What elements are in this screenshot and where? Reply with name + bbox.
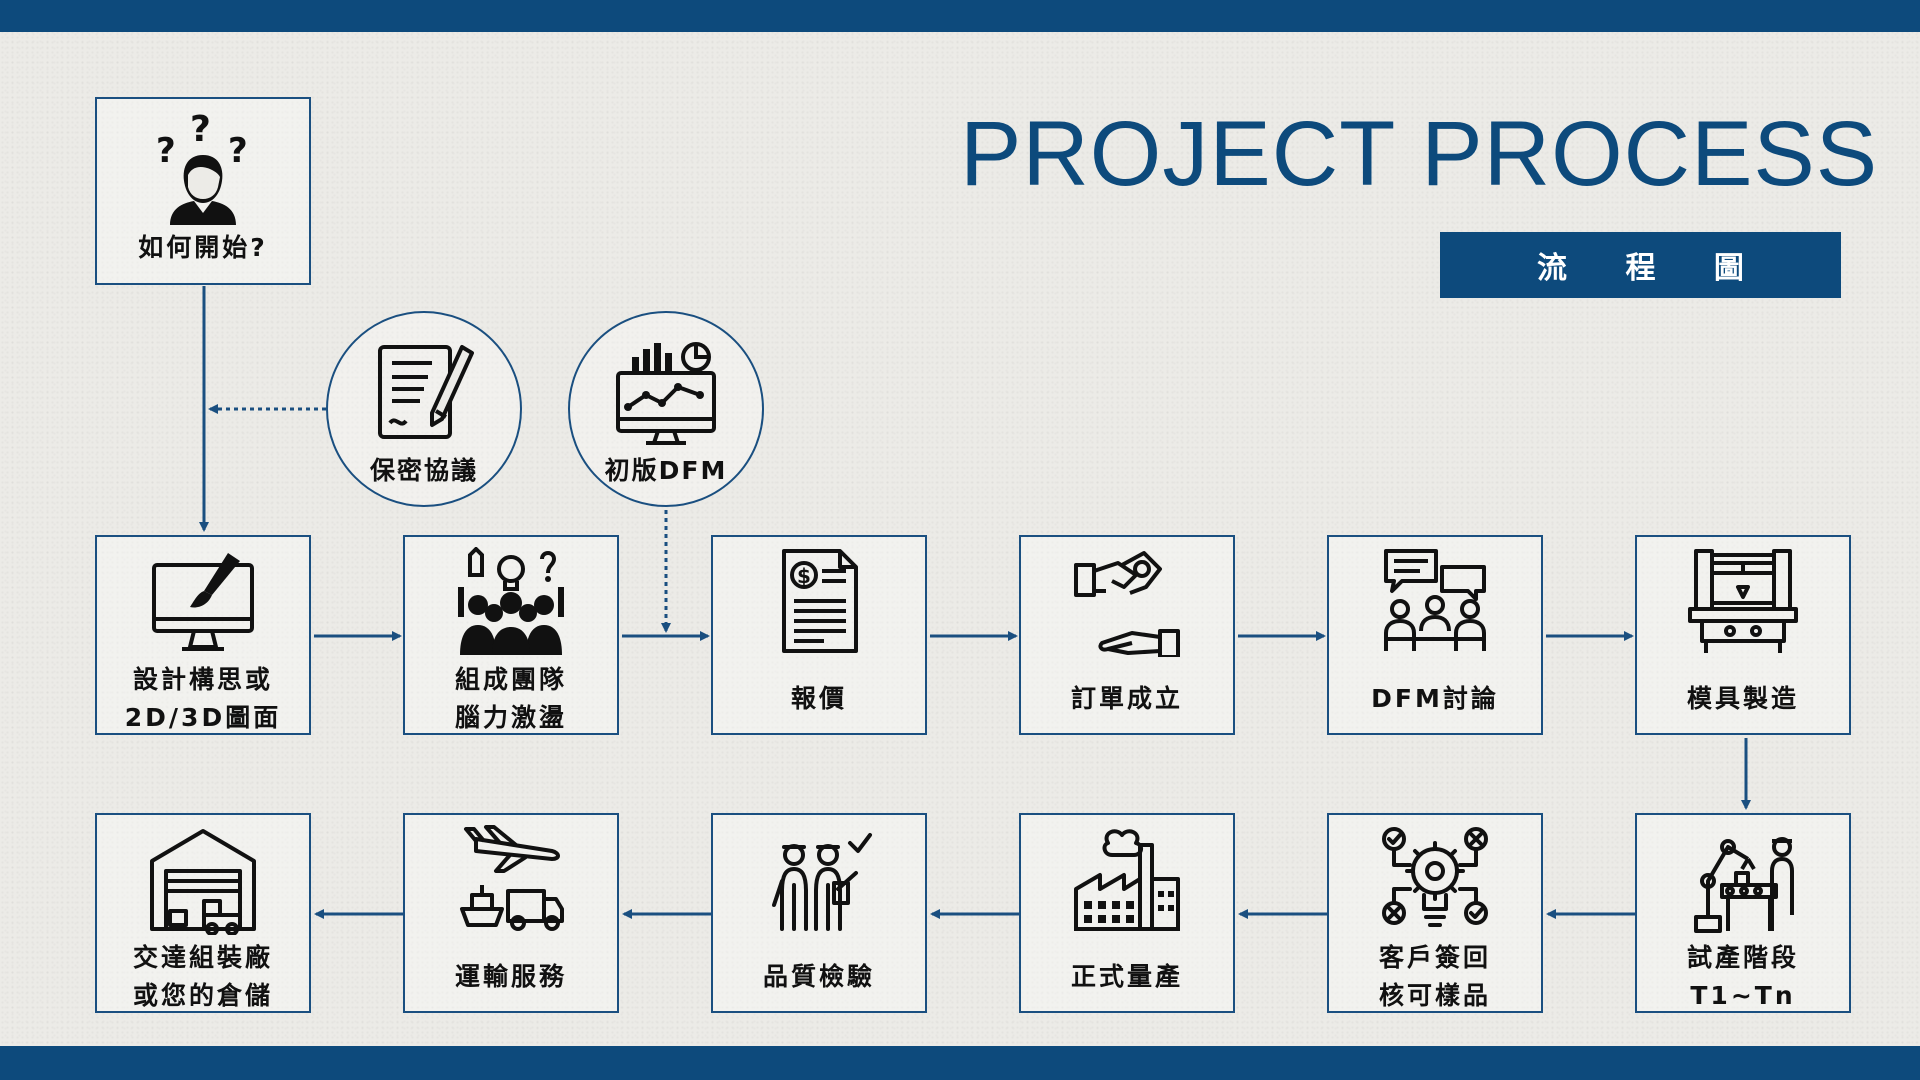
delivery-label-line1: 交達組裝廠: [132, 943, 273, 972]
top-banner: [0, 0, 1920, 32]
side-step-nda: 保密協議: [326, 311, 522, 507]
mold-machine-icon: [1688, 549, 1798, 653]
page-title: PROJECT PROCESS: [960, 103, 1879, 205]
quotation-label: 報價: [790, 684, 847, 713]
design-label-line2: 2D/3D圖面: [124, 703, 282, 732]
design-monitor-icon: [152, 553, 254, 651]
order-label: 訂單成立: [1070, 684, 1183, 713]
mass-production-label: 正式量產: [1070, 962, 1183, 991]
svg-text:?: ?: [156, 131, 176, 171]
step-delivery: 交達組裝廠 或您的倉儲: [95, 813, 311, 1013]
quotation-document-icon: $: [782, 549, 858, 653]
step-sample-approval: 客戶簽回 核可樣品: [1327, 813, 1543, 1013]
step-quotation: $ 報價: [711, 535, 927, 735]
transport-label: 運輸服務: [454, 962, 567, 991]
team-label-line2: 腦力激盪: [454, 703, 567, 732]
step-quality-inspection: 品質檢驗: [711, 813, 927, 1013]
warehouse-icon: [150, 829, 256, 935]
step-dfm-discussion: DFM討論: [1327, 535, 1543, 735]
start-label: 如何開始?: [138, 233, 268, 262]
svg-text:?: ?: [228, 131, 248, 171]
team-label-line1: 組成團隊: [454, 665, 567, 694]
mold-label: 模具製造: [1686, 684, 1799, 713]
nda-label: 保密協議: [369, 456, 478, 485]
factory-icon: [1074, 829, 1180, 931]
quality-inspection-icon: [772, 833, 872, 931]
approval-label-line2: 核可樣品: [1378, 981, 1491, 1010]
step-start: ? ? ? 如何開始?: [95, 97, 311, 285]
contract-signing-icon: [378, 345, 474, 439]
subtitle-text: 流 程 圖: [1537, 251, 1768, 286]
transport-icon: [460, 825, 564, 931]
bottom-banner: [0, 1046, 1920, 1080]
robot-production-icon: [1694, 837, 1794, 933]
step-mass-production: 正式量產: [1019, 813, 1235, 1013]
meeting-discussion-icon: [1384, 549, 1486, 651]
confused-person-icon: ? ? ?: [156, 109, 248, 225]
dfm-discussion-label: DFM討論: [1371, 684, 1499, 713]
team-brainstorm-icon: [458, 547, 564, 655]
step-trial-production: 試產階段 T1~Tn: [1635, 813, 1851, 1013]
delivery-label-line2: 或您的倉儲: [132, 981, 273, 1010]
step-design: 設計構思或 2D/3D圖面: [95, 535, 311, 735]
quality-label: 品質檢驗: [762, 962, 875, 991]
step-transport: 運輸服務: [403, 813, 619, 1013]
svg-text:$: $: [797, 564, 811, 588]
handshake-money-icon: [1074, 551, 1180, 657]
subtitle-badge: 流 程 圖: [1440, 232, 1841, 298]
initial-dfm-label: 初版DFM: [604, 456, 728, 485]
analytics-monitor-icon: [616, 342, 716, 445]
trial-label-line1: 試產階段: [1686, 943, 1799, 972]
approval-gear-icon: [1382, 827, 1488, 927]
trial-label-line2: T1~Tn: [1690, 981, 1796, 1010]
svg-text:?: ?: [190, 109, 211, 150]
step-order: 訂單成立: [1019, 535, 1235, 735]
side-step-initial-dfm: 初版DFM: [568, 311, 764, 507]
step-mold-making: 模具製造: [1635, 535, 1851, 735]
design-label-line1: 設計構思或: [132, 665, 273, 694]
step-team-brainstorm: 組成團隊 腦力激盪: [403, 535, 619, 735]
approval-label-line1: 客戶簽回: [1378, 943, 1491, 972]
